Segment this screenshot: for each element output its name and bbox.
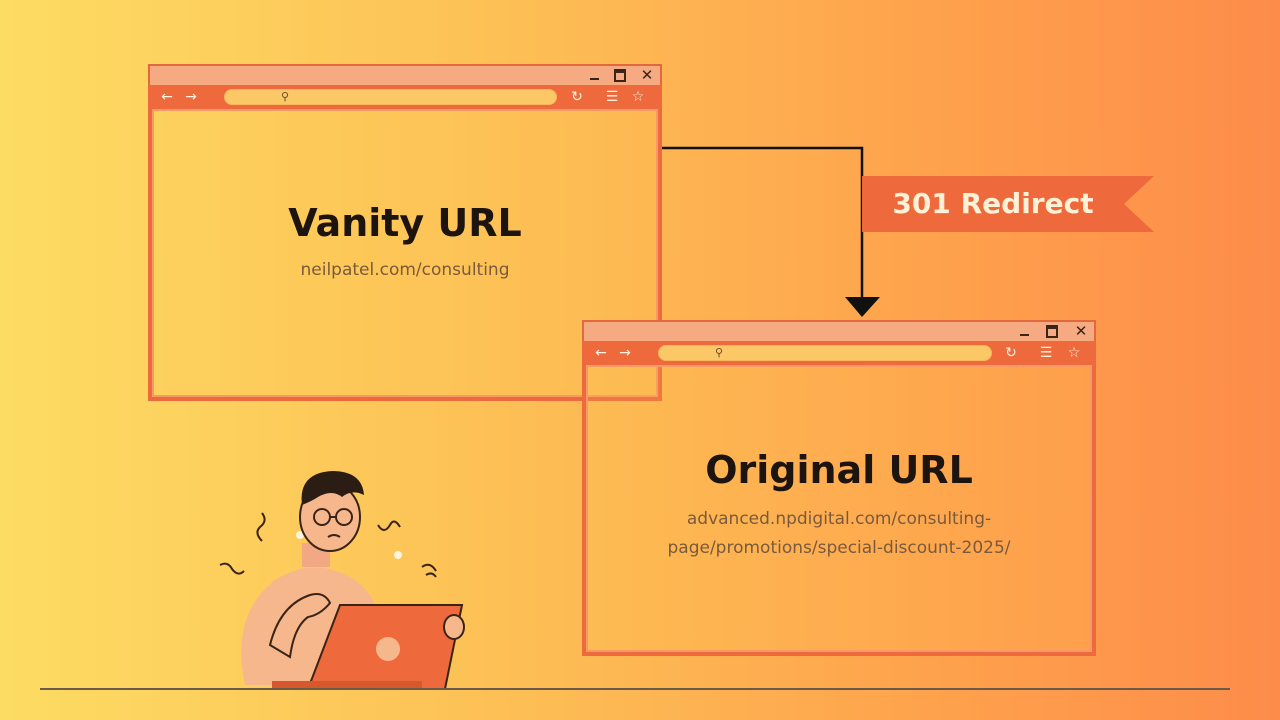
- back-arrow-icon[interactable]: ←: [161, 89, 173, 105]
- original-url-heading: Original URL: [705, 448, 973, 492]
- minimize-icon[interactable]: [590, 72, 599, 80]
- redirect-label: 301 Redirect: [892, 187, 1094, 220]
- menu-icon[interactable]: ☰: [605, 89, 619, 105]
- star-icon[interactable]: ☆: [631, 89, 645, 105]
- title-bar: ✕: [148, 64, 662, 85]
- search-icon: ⚲: [281, 90, 290, 103]
- back-arrow-icon[interactable]: ←: [595, 345, 607, 361]
- maximize-icon[interactable]: [1046, 325, 1058, 338]
- address-bar[interactable]: ⚲: [224, 89, 557, 105]
- menu-icon[interactable]: ☰: [1039, 345, 1053, 361]
- reload-icon[interactable]: ↻: [1005, 345, 1017, 361]
- person-with-laptop-illustration: [219, 471, 465, 690]
- original-url-window: ✕ ← → ⚲ ↻ ☰ ☆ Original URL advanced.npdi…: [582, 320, 1096, 656]
- search-icon: ⚲: [715, 346, 724, 359]
- original-url-line-2: page/promotions/special-discount-2025/: [667, 538, 1011, 558]
- ground-line: [40, 688, 1230, 690]
- vanity-url-text: neilpatel.com/consulting: [300, 260, 510, 280]
- title-bar: ✕: [582, 320, 1096, 341]
- browser-toolbar: ← → ⚲ ↻ ☰ ☆: [148, 85, 662, 109]
- redirect-badge: [862, 176, 1154, 232]
- close-icon[interactable]: ✕: [1074, 322, 1088, 340]
- address-bar[interactable]: ⚲: [658, 345, 992, 361]
- star-icon[interactable]: ☆: [1067, 345, 1081, 361]
- page-content: Vanity URL neilpatel.com/consulting: [148, 109, 662, 401]
- close-icon[interactable]: ✕: [640, 66, 654, 84]
- minimize-icon[interactable]: [1020, 328, 1029, 336]
- page-content: Original URL advanced.npdigital.com/cons…: [582, 365, 1096, 656]
- browser-toolbar: ← → ⚲ ↻ ☰ ☆: [582, 341, 1096, 365]
- forward-arrow-icon[interactable]: →: [185, 89, 197, 105]
- forward-arrow-icon[interactable]: →: [619, 345, 631, 361]
- vanity-url-window: ✕ ← → ⚲ ↻ ☰ ☆ Vanity URL neilpatel.com/c…: [148, 64, 662, 401]
- vanity-url-heading: Vanity URL: [288, 201, 522, 245]
- original-url-line-1: advanced.npdigital.com/consulting-: [686, 509, 992, 529]
- reload-icon[interactable]: ↻: [571, 89, 583, 105]
- maximize-icon[interactable]: [614, 69, 626, 82]
